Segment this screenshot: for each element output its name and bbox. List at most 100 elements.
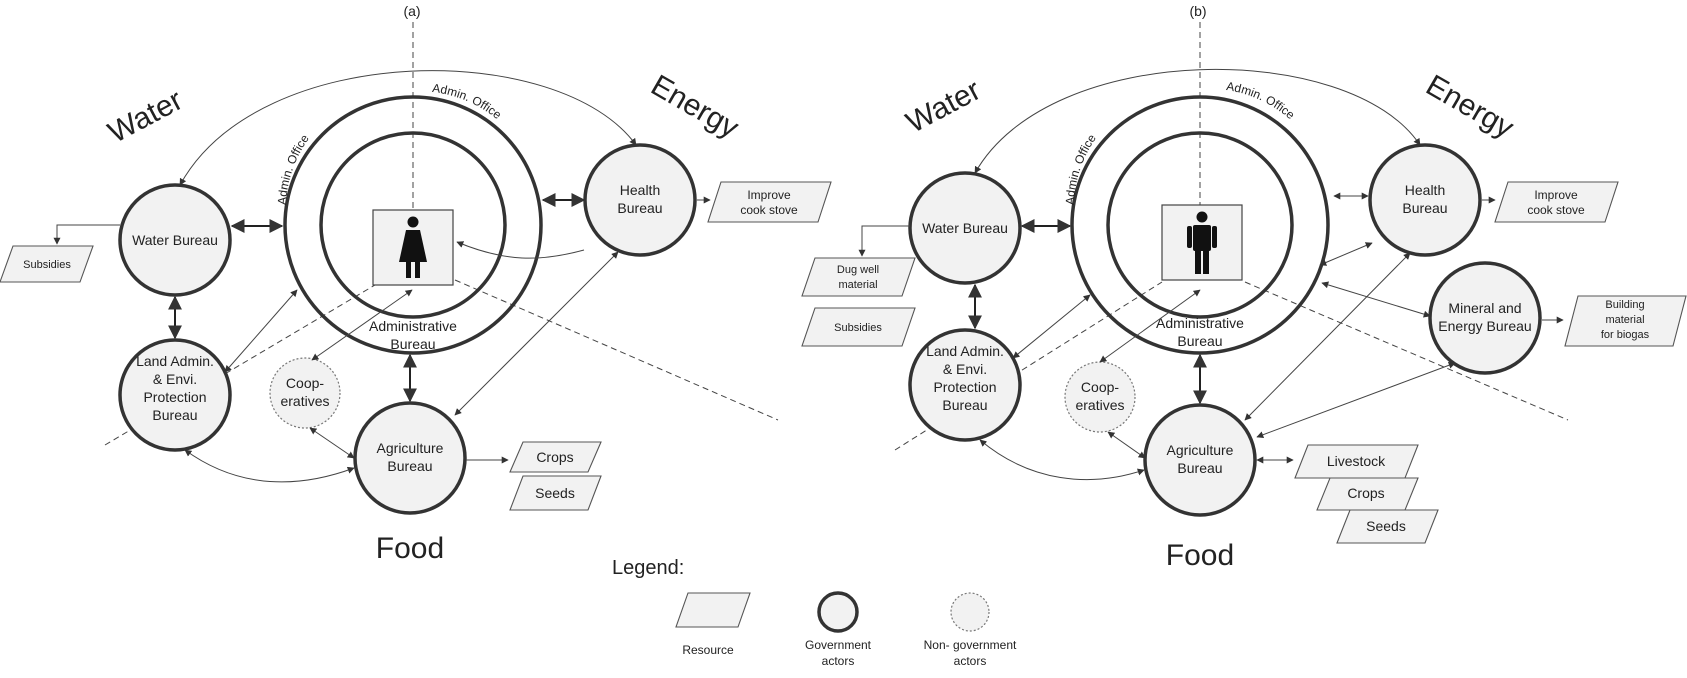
svg-text:cook stove: cook stove [1527,203,1585,217]
panel-a: (a) Water Energy Food Admin. Office Admi… [0,3,832,565]
svg-text:Subsidies: Subsidies [23,259,71,271]
female-person-icon [399,216,427,278]
water-bureau-label: Water Bureau [922,220,1008,236]
admin-office-label-left: Admin. Office [1063,131,1099,205]
legend-non-government-label: Non- government [924,638,1017,652]
mineral-bureau-node [1428,261,1542,375]
water-bureau-node [908,171,1022,285]
resource-seeds [509,475,602,511]
svg-text:Bureau: Bureau [387,458,432,474]
water-bureau-node [118,183,232,297]
svg-text:Crops: Crops [536,449,573,465]
resource-improve-cook-stove [707,181,832,223]
svg-text:Bureau: Bureau [1177,460,1222,476]
sector-label-food: Food [1166,539,1234,572]
svg-text:Admin. Office: Admin. Office [275,131,312,205]
svg-text:Bureau: Bureau [152,407,197,423]
legend-government-label: Government [805,638,872,652]
svg-text:material: material [1605,314,1644,326]
admin-office-label-left: Admin. Office [275,131,312,205]
resource-improve-cook-stove [1494,181,1619,223]
svg-text:Improve: Improve [1534,188,1578,202]
svg-text:eratives: eratives [1075,397,1124,413]
male-person-icon [1187,211,1217,274]
svg-text:Building: Building [1605,299,1644,311]
resource-subsidies [0,245,94,283]
link-water-dug-well [858,225,910,257]
svg-text:Livestock: Livestock [1327,453,1386,469]
svg-text:Dug well: Dug well [837,264,879,276]
link-health-agri [1244,252,1411,421]
administrative-bureau-label: Administrative [369,318,457,334]
admin-office-ring [283,95,543,355]
svg-text:material: material [838,279,877,291]
legend-non-government-symbol [950,592,990,632]
svg-text:for biogas: for biogas [1601,329,1650,341]
svg-text:Bureau: Bureau [617,200,662,216]
land-bureau-node [118,338,232,452]
panel-label: (b) [1189,3,1206,19]
sector-label-energy: Energy [1420,69,1519,145]
cooperatives-label: Coop- [1081,379,1119,395]
svg-text:Bureau: Bureau [942,397,987,413]
agriculture-bureau-label: Agriculture [1167,442,1234,458]
resource-dug-well-material [801,257,916,297]
link-health-agri [454,251,619,416]
svg-text:& Envi.: & Envi. [153,371,197,387]
panel-b: (b) Water Energy Food Admin. Office Admi… [801,3,1687,572]
svg-text:actors: actors [954,654,987,668]
agriculture-bureau-label: Agriculture [377,440,444,456]
svg-text:Protection: Protection [143,389,206,405]
link-health-person [456,241,585,259]
link-land-admin [1012,294,1091,359]
svg-text:Bureau: Bureau [390,336,435,352]
svg-text:cook stove: cook stove [740,203,798,217]
agriculture-bureau-node [353,401,467,515]
resource-subsidies [801,307,916,347]
link-coops-admin [1099,289,1201,363]
resource-building-material-biogas [1564,295,1687,347]
svg-text:eratives: eratives [280,393,329,409]
link-coops-agri [1107,431,1146,459]
sector-label-energy: Energy [645,69,744,145]
link-coops-agri [309,427,355,459]
link-water-subsidies [53,224,120,245]
cooperatives-label: Coop- [286,375,324,391]
land-bureau-node [908,328,1022,442]
link-water-health [179,70,637,186]
mineral-bureau-label: Mineral and [1448,300,1521,316]
agriculture-bureau-node [1143,403,1257,517]
svg-text:& Envi.: & Envi. [943,361,987,377]
svg-text:Seeds: Seeds [1366,518,1406,534]
link-water-health [974,68,1421,174]
legend-resource-symbol [675,592,751,628]
link-land-agri [979,439,1145,481]
sector-label-water: Water [103,84,188,150]
resource-crops [509,441,602,473]
link-coops-admin [311,289,413,361]
cooperatives-node [269,357,341,429]
link-land-admin [224,289,298,373]
panel-label: (a) [403,3,420,19]
sector-label-food: Food [376,532,444,565]
svg-text:Energy Bureau: Energy Bureau [1438,318,1531,334]
diagonal-dashed-line [454,279,779,421]
svg-text:Bureau: Bureau [1177,333,1222,349]
link-mineral-agri [1256,361,1456,439]
svg-text:Improve: Improve [747,188,791,202]
svg-text:Seeds: Seeds [535,485,575,501]
resource-seeds [1336,509,1439,544]
sector-label-water: Water [901,74,986,140]
legend-resource-label: Resource [682,643,734,657]
administrative-bureau-ring [319,131,507,319]
svg-text:Crops: Crops [1347,485,1384,501]
land-bureau-label: Land Admin. [926,343,1004,359]
land-bureau-label: Land Admin. [136,353,214,369]
svg-text:Admin. Office: Admin. Office [1063,131,1099,205]
svg-text:Subsidies: Subsidies [834,322,882,334]
svg-text:actors: actors [822,654,855,668]
legend-government-symbol [817,591,859,633]
svg-text:Bureau: Bureau [1402,200,1447,216]
